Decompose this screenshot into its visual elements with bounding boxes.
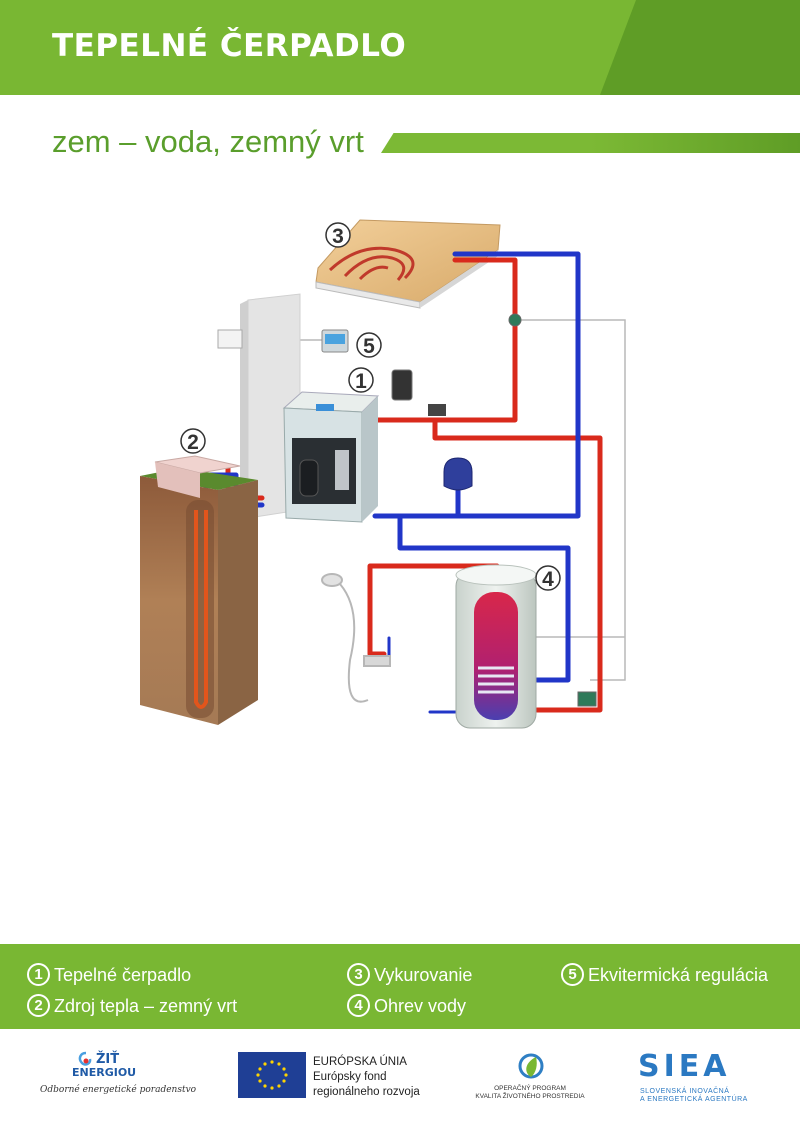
legend-item-heating: 3 Vykurovanie xyxy=(347,963,472,986)
header-banner: TEPELNÉ ČERPADLO xyxy=(0,0,800,95)
legend-label: Ekvitermická regulácia xyxy=(588,964,769,985)
compressor xyxy=(299,459,319,497)
legend-num: 2 xyxy=(27,994,50,1017)
shower-head xyxy=(321,573,343,587)
soil-side xyxy=(218,480,258,725)
op-leaf-icon xyxy=(518,1053,544,1079)
cold-pipe-floor-return xyxy=(372,251,581,519)
legend-num: 5 xyxy=(561,963,584,986)
eu-line1: EURÓPSKA ÚNIA xyxy=(313,1056,407,1068)
hot-pipe-floor-supply xyxy=(372,257,518,423)
floor-slab-side xyxy=(420,250,498,308)
op-line1: OPERAČNÝ PROGRAM xyxy=(494,1085,566,1092)
mixing-valve xyxy=(428,404,446,416)
heat-pump-side xyxy=(362,396,378,522)
well-cover-front xyxy=(155,462,200,498)
heat-pump-display xyxy=(316,404,334,411)
zit-tagline: Odborné energetické poradenstvo xyxy=(40,1085,197,1095)
page-subtitle: zem – voda, zemný vrt xyxy=(52,124,364,159)
outdoor-sensor xyxy=(217,329,243,349)
coil-2 xyxy=(343,255,406,281)
legend-label: Ohrev vody xyxy=(374,995,467,1016)
footer-logos: ŽIŤ ENERGIOU Odborné energetické poraden… xyxy=(0,1029,800,1131)
cold-pipe-tank-return xyxy=(397,513,571,683)
legend-item-heat-source: 2 Zdroj tepla – zemný vrt xyxy=(27,994,237,1017)
eu-stars-icon xyxy=(256,1060,288,1090)
floor-heating xyxy=(315,219,501,309)
op-text: OPERAČNÝ PROGRAM KVALITA ŽIVOTNÉHO PROST… xyxy=(470,1085,590,1101)
marker-4-circle xyxy=(535,565,561,591)
hot-water-tank xyxy=(455,564,537,729)
eu-text: EURÓPSKA ÚNIA Európsky fond regionálneho… xyxy=(313,1055,420,1100)
legend-num: 4 xyxy=(347,994,370,1017)
marker-4-label: 4 xyxy=(542,568,554,591)
siea-line1: SLOVENSKÁ INOVAČNÁ xyxy=(640,1088,730,1095)
legend-label: Tepelné čerpadlo xyxy=(54,964,192,985)
marker-1-label: 1 xyxy=(355,370,367,393)
op-line2: KVALITA ŽIVOTNÉHO PROSTREDIA xyxy=(475,1093,585,1100)
page-title: TEPELNÉ ČERPADLO xyxy=(52,28,407,64)
tank-inner xyxy=(474,592,518,720)
marker-2: 2 xyxy=(180,428,206,454)
legend-panel: 1 Tepelné čerpadlo 2 Zdroj tepla – zemný… xyxy=(0,944,800,1029)
shower xyxy=(321,573,391,703)
thermostat-screen xyxy=(325,334,345,344)
eu-line3: regionálneho rozvoja xyxy=(313,1086,420,1098)
legend-item-regulation: 5 Ekvitermická regulácia xyxy=(561,963,768,986)
marker-3: 3 xyxy=(325,222,351,248)
marker-2-label: 2 xyxy=(187,431,199,454)
zit-logo-line2: ENERGIOU xyxy=(72,1066,137,1079)
marker-4: 4 xyxy=(535,565,561,591)
heat-pump-unit xyxy=(282,391,380,523)
heat-pump-diagram: 1 2 3 4 5 xyxy=(140,219,626,729)
marker-2-circle xyxy=(180,428,206,454)
legend-label: Zdroj tepla – zemný vrt xyxy=(54,995,238,1016)
borehole-shaft xyxy=(186,500,214,718)
borehole-loop xyxy=(194,510,208,709)
marker-3-label: 3 xyxy=(332,225,344,248)
zit-swirl-icon xyxy=(78,1051,92,1066)
coil-3 xyxy=(358,265,389,281)
coil-1 xyxy=(328,246,415,280)
marker-5-circle xyxy=(356,332,382,358)
floor-heating-coils xyxy=(328,246,415,281)
wall-side xyxy=(240,300,248,518)
siea-logo: SIEA xyxy=(638,1049,731,1084)
zit-logo-line1: ŽIŤ xyxy=(96,1052,120,1067)
zit-energiou-logo: ŽIŤ ENERGIOU Odborné energetické poraden… xyxy=(40,1051,196,1111)
shower-hose xyxy=(339,583,369,703)
subtitle-accent-bar xyxy=(381,133,800,153)
legend-item-heat-pump: 1 Tepelné čerpadlo xyxy=(27,963,191,986)
siea-text: SLOVENSKÁ INOVAČNÁ A ENERGETICKÁ AGENTÚR… xyxy=(640,1088,748,1104)
marker-5-label: 5 xyxy=(363,335,375,358)
siea-line2: A ENERGETICKÁ AGENTÚRA xyxy=(640,1096,748,1103)
marker-5: 5 xyxy=(356,332,382,358)
marker-3-circle xyxy=(325,222,351,248)
header-accent xyxy=(600,0,800,95)
valve-tank xyxy=(577,691,597,707)
legend-item-water-heating: 4 Ohrev vody xyxy=(347,994,466,1017)
legend-num: 3 xyxy=(347,963,370,986)
legend-num: 1 xyxy=(27,963,50,986)
marker-1: 1 xyxy=(348,367,374,393)
expansion-vessel xyxy=(443,457,473,491)
tank-top xyxy=(455,564,537,586)
circulation-pump xyxy=(391,369,413,401)
eu-flag-icon xyxy=(238,1052,306,1098)
sensor-line-right xyxy=(513,319,626,681)
borehole xyxy=(140,455,258,725)
tank-coil xyxy=(478,666,514,694)
hot-pipe-tank-supply xyxy=(432,419,603,713)
valve-floor xyxy=(508,313,522,327)
heat-exchanger xyxy=(335,450,349,490)
shower-mixer xyxy=(363,655,391,667)
eu-line2: Európsky fond xyxy=(313,1071,387,1083)
marker-1-circle xyxy=(348,367,374,393)
legend-label: Vykurovanie xyxy=(374,964,473,985)
